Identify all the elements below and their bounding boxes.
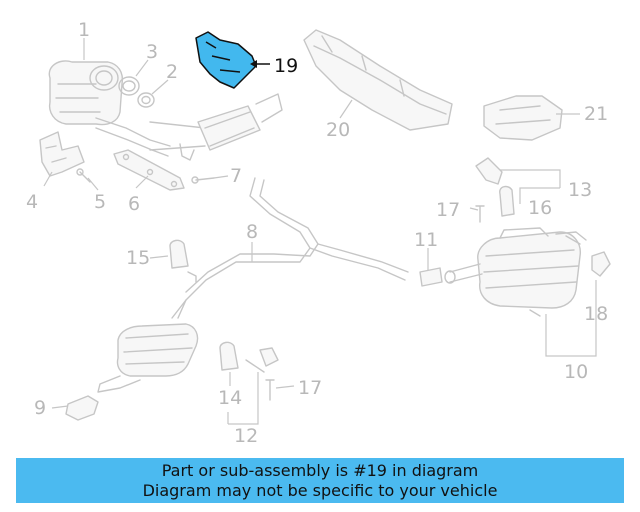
leader-lines — [43, 38, 597, 425]
part-18-bracket — [591, 251, 611, 277]
callout-8: 8 — [246, 221, 258, 243]
part-12-hanger-bracket — [245, 347, 279, 373]
part-21-heat-shield — [483, 95, 563, 141]
callout-16: 16 — [528, 197, 552, 219]
callout-6: 6 — [128, 193, 140, 215]
part-17-bolt-upper — [475, 205, 485, 223]
part-17-bolt-lower — [265, 379, 275, 401]
banner-line-part: Part or sub-assembly is #19 in diagram — [161, 460, 479, 480]
callout-2: 2 — [166, 61, 178, 83]
part-16-isolator — [499, 185, 515, 217]
part-5-bolt — [76, 168, 91, 183]
callout-14: 14 — [218, 387, 242, 409]
part-15-isolator — [169, 239, 189, 269]
leader-19 — [250, 60, 270, 68]
part-19-heat-shield-highlighted[interactable] — [195, 31, 257, 89]
part-front-pipe — [149, 93, 283, 161]
part-11-clamp — [419, 267, 443, 287]
part-20-heat-shield — [303, 29, 453, 131]
part-1-catalytic-converter — [48, 60, 171, 157]
callout-15: 15 — [126, 247, 150, 269]
callout-1: 1 — [78, 19, 90, 41]
callout-13: 13 — [568, 179, 592, 201]
callout-10: 10 — [564, 361, 588, 383]
callout-7: 7 — [230, 165, 242, 187]
part-2-gasket — [137, 92, 155, 108]
callout-12: 12 — [234, 425, 258, 447]
callout-9: 9 — [34, 397, 46, 419]
callout-17-lower: 17 — [298, 377, 322, 399]
callout-17-upper: 17 — [436, 199, 460, 221]
callout-4: 4 — [26, 191, 38, 213]
part-6-hanger-bracket — [113, 149, 185, 191]
callout-21: 21 — [584, 103, 608, 125]
part-13-hanger — [475, 157, 503, 185]
part-3-clamp — [118, 76, 140, 96]
callout-labels: 1 2 3 4 5 6 7 8 9 10 11 12 13 14 15 16 1… — [26, 19, 608, 447]
part-4-bracket — [39, 131, 85, 177]
part-9-tail-bracket — [65, 395, 99, 421]
callout-11: 11 — [414, 229, 438, 251]
part-8-intermediate-pipe — [171, 177, 409, 319]
callout-20: 20 — [326, 119, 350, 141]
part-7-bolt — [191, 176, 215, 184]
callout-18: 18 — [584, 303, 608, 325]
part-info-banner: Part or sub-assembly is #19 in diagram D… — [16, 458, 624, 503]
muffler-rear — [444, 227, 587, 317]
part-14-isolator — [219, 341, 239, 371]
banner-line-disclaimer: Diagram may not be specific to your vehi… — [142, 480, 498, 500]
muffler-front — [97, 323, 199, 393]
callout-3: 3 — [146, 41, 158, 63]
callout-5: 5 — [94, 191, 106, 213]
callout-19: 19 — [274, 55, 298, 77]
